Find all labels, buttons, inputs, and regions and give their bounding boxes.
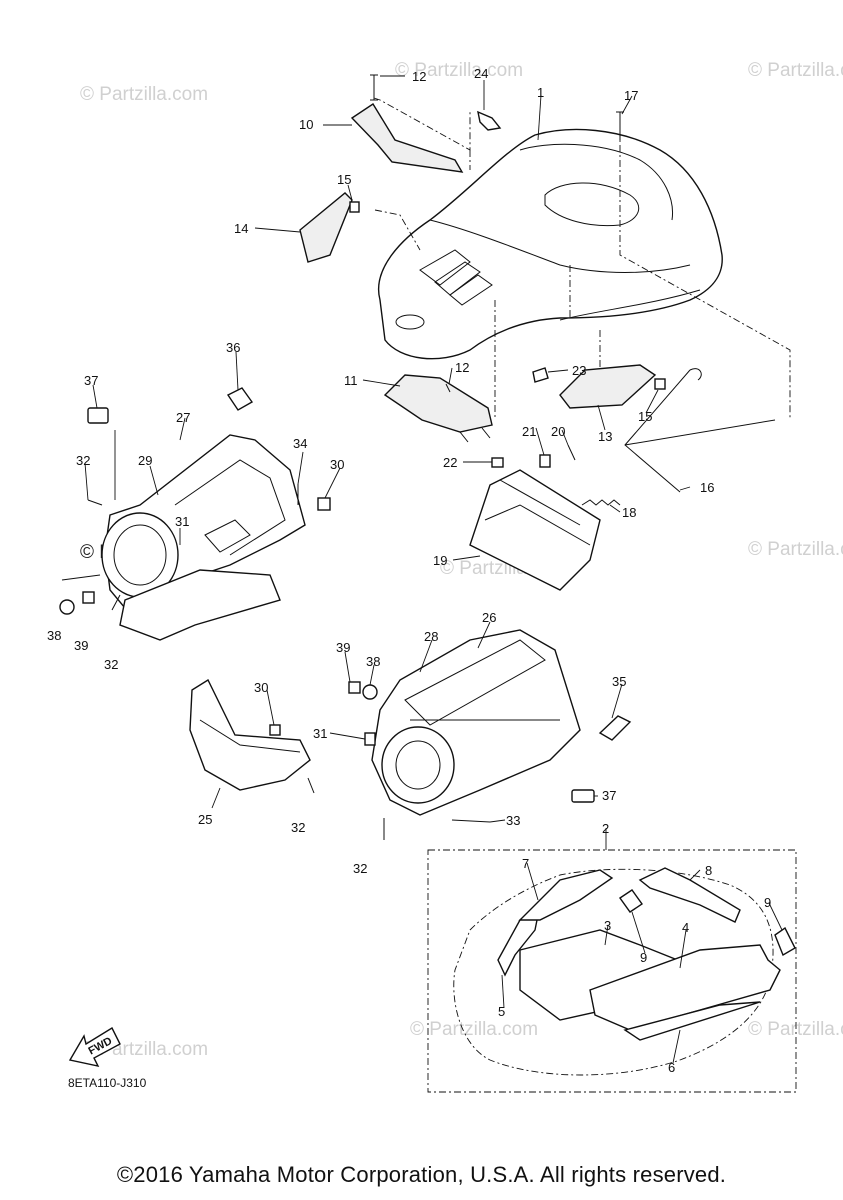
panel-11-part <box>383 374 493 433</box>
callout-24: 24 <box>474 66 488 81</box>
callout-labels: 12 24 1 17 10 15 14 12 11 23 15 13 21 20… <box>47 66 771 1075</box>
callout-4: 4 <box>682 920 689 935</box>
panel-10-part <box>350 103 464 173</box>
callout-28: 28 <box>424 629 438 644</box>
callout-36: 36 <box>226 340 240 355</box>
callout-25: 25 <box>198 812 212 827</box>
callout-16: 16 <box>700 480 714 495</box>
callout-38: 38 <box>47 628 61 643</box>
callout-37: 37 <box>84 373 98 388</box>
leader-lines <box>84 75 783 1064</box>
panel-14-part <box>299 192 353 263</box>
panel-8-part <box>638 867 741 923</box>
panel-4-part <box>589 944 781 1031</box>
callout-17: 17 <box>624 88 638 103</box>
left-side-cover-assembly <box>59 387 331 641</box>
callout-20: 20 <box>551 424 565 439</box>
center-side-cover-assembly <box>189 629 632 840</box>
callout-18: 18 <box>622 505 636 520</box>
callout-1: 1 <box>537 85 544 100</box>
callout-9: 9 <box>640 950 647 965</box>
kit-boundary <box>427 849 797 1093</box>
callout-11: 11 <box>344 373 358 388</box>
callout-12: 12 <box>455 360 469 375</box>
front-hood-assembly <box>299 74 791 591</box>
callout-9: 9 <box>764 895 771 910</box>
callout-26: 26 <box>482 610 496 625</box>
callout-38: 38 <box>366 654 380 669</box>
watermark: © Partzilla.com <box>748 539 843 560</box>
callout-7: 7 <box>522 856 529 871</box>
callout-12: 12 <box>412 69 426 84</box>
callout-15: 15 <box>337 172 351 187</box>
callout-32: 32 <box>353 861 367 876</box>
callout-27: 27 <box>176 410 190 425</box>
kit-assembly <box>427 849 797 1093</box>
watermark: © Partzilla.com <box>748 60 843 81</box>
watermark: © Partzilla.com <box>410 1019 538 1040</box>
watermark: © Partzilla.com <box>748 1019 843 1040</box>
panel-7-part <box>518 869 614 921</box>
callout-10: 10 <box>299 117 313 132</box>
panel-25-part <box>189 678 311 791</box>
watermark: © Partzilla.com <box>395 60 523 81</box>
front-hood-part <box>377 128 723 360</box>
fwd-arrow-icon: FWD <box>68 1027 121 1067</box>
callout-15: 15 <box>638 409 652 424</box>
callout-13: 13 <box>598 429 612 444</box>
copyright-text: ©2016 Yamaha Motor Corporation, U.S.A. A… <box>116 1162 727 1187</box>
callout-37: 37 <box>602 788 616 803</box>
callout-32: 32 <box>291 820 305 835</box>
callout-39: 39 <box>74 638 88 653</box>
callout-34: 34 <box>293 436 307 451</box>
callout-30: 30 <box>330 457 344 472</box>
callout-5: 5 <box>498 1004 505 1019</box>
callout-30: 30 <box>254 680 268 695</box>
callout-32: 32 <box>76 453 90 468</box>
bracket-19-part <box>469 469 601 591</box>
callout-29: 29 <box>138 453 152 468</box>
panel-13-part <box>559 364 657 409</box>
callout-8: 8 <box>705 863 712 878</box>
callout-2: 2 <box>602 821 609 836</box>
callout-33: 33 <box>506 813 520 828</box>
callout-35: 35 <box>612 674 626 689</box>
watermark: © Partzilla.com <box>80 84 208 105</box>
callout-22: 22 <box>443 455 457 470</box>
callout-31: 31 <box>175 514 189 529</box>
callout-23: 23 <box>572 363 586 378</box>
diagram-code: 8ETA110-J310 <box>68 1076 147 1090</box>
callout-14: 14 <box>234 221 248 236</box>
callout-32: 32 <box>104 657 118 672</box>
callout-31: 31 <box>313 726 327 741</box>
callout-21: 21 <box>522 424 536 439</box>
callout-3: 3 <box>604 918 611 933</box>
callout-19: 19 <box>433 553 447 568</box>
callout-39: 39 <box>336 640 350 655</box>
callout-6: 6 <box>668 1060 675 1075</box>
